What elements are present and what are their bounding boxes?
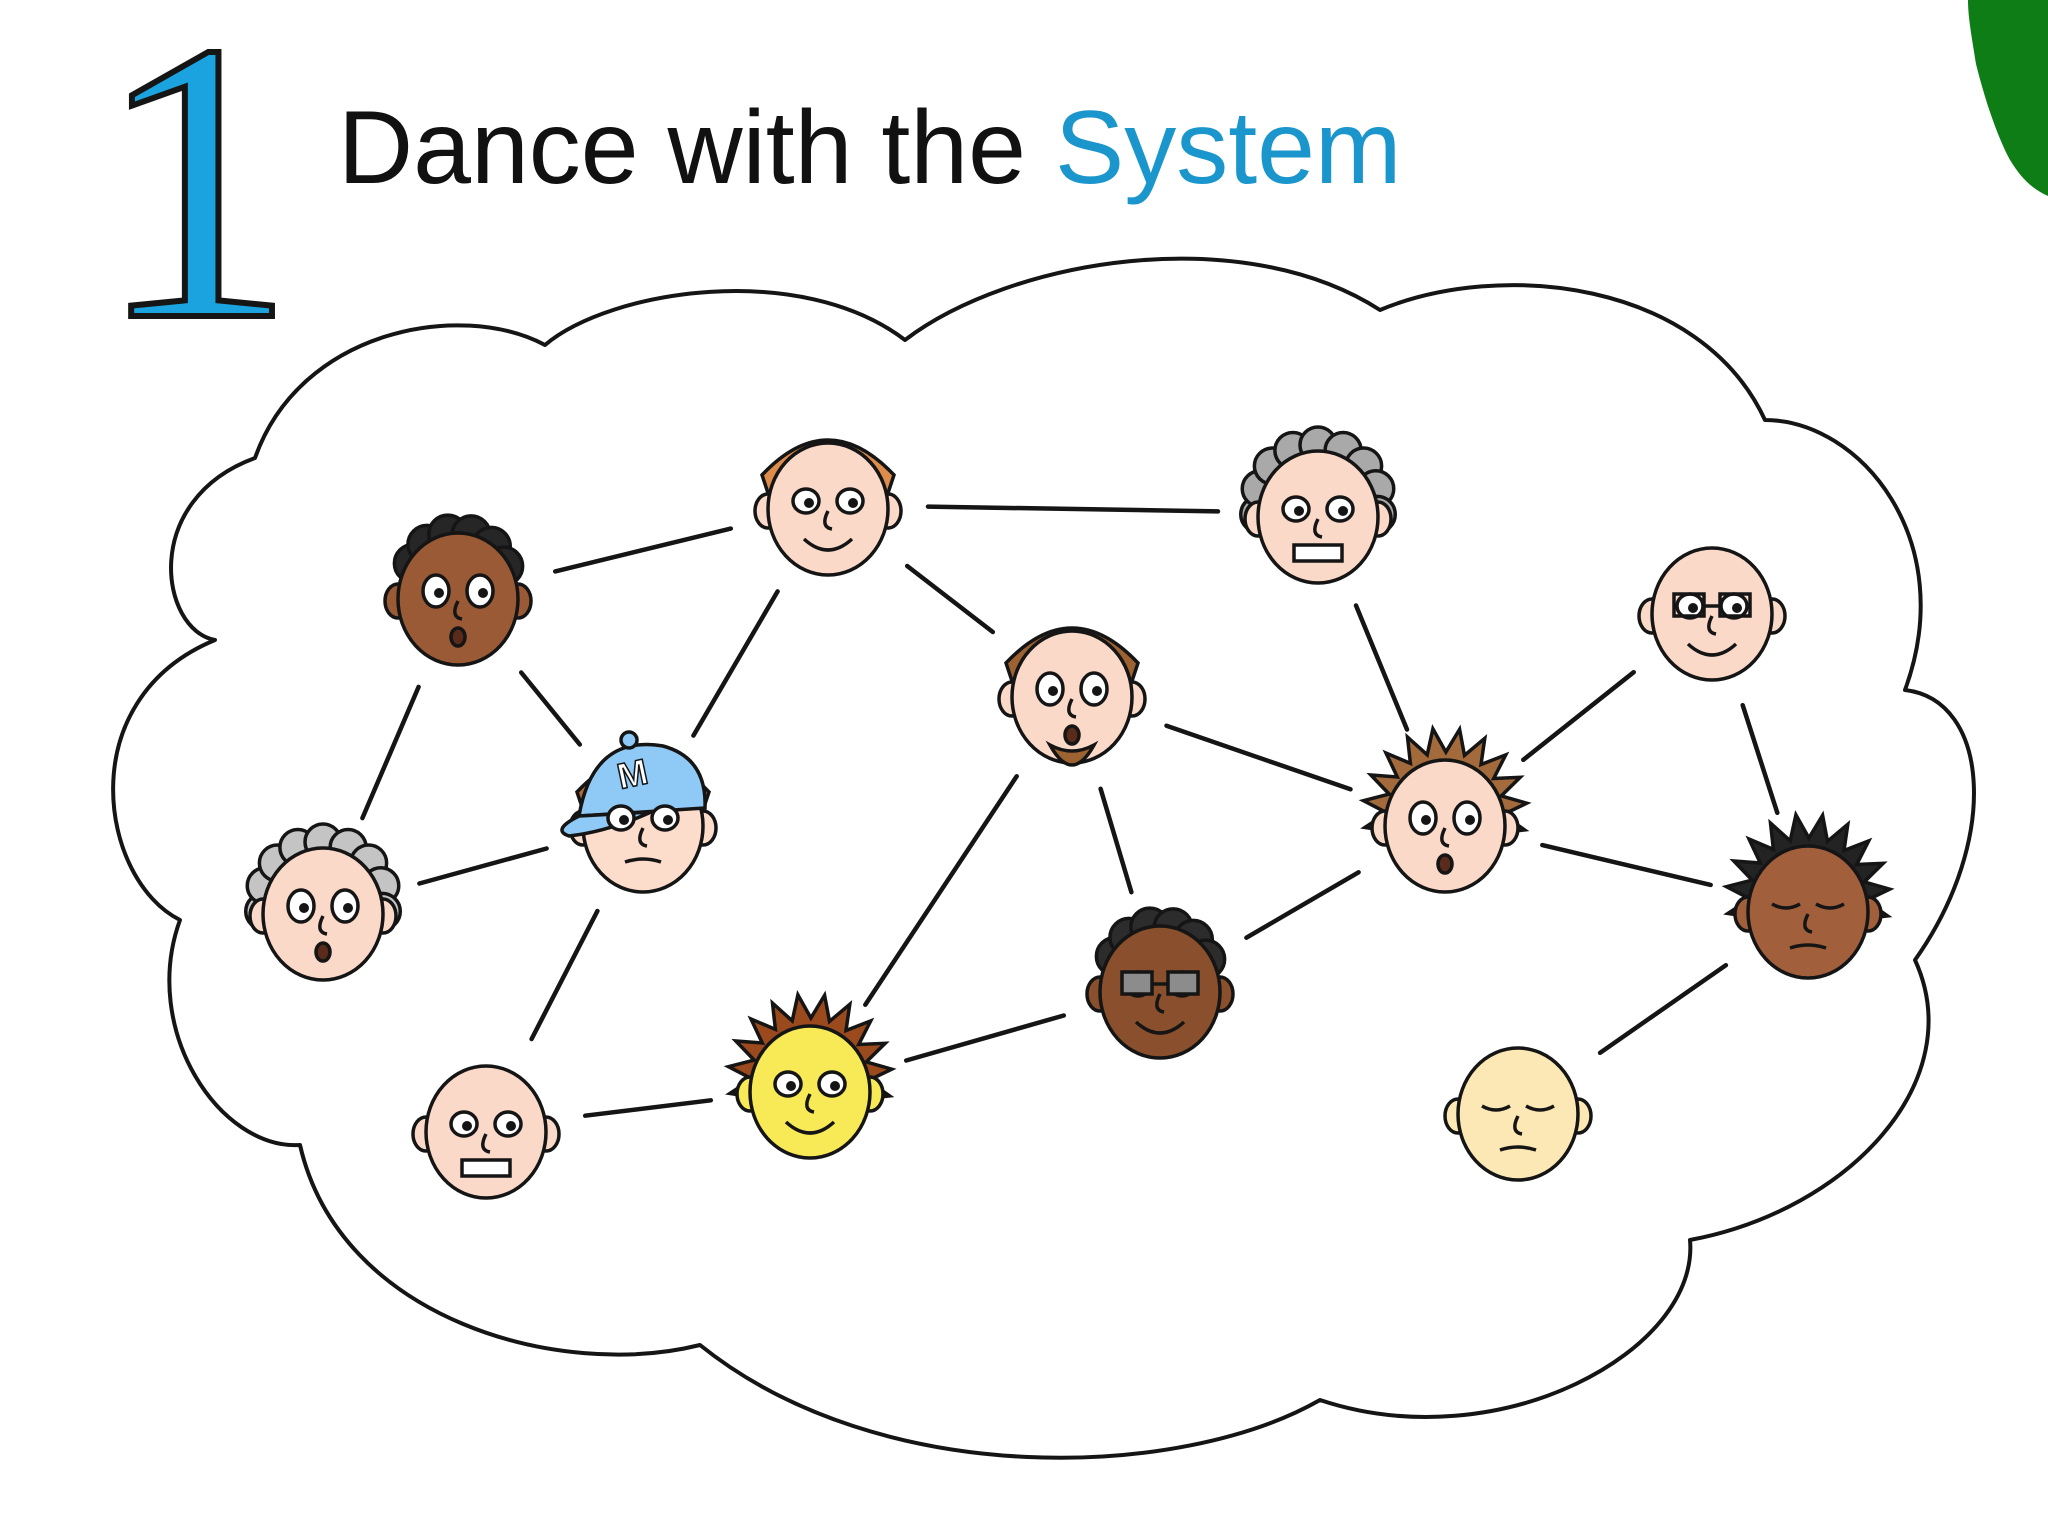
title-highlight: System: [1054, 90, 1402, 206]
link-capped-boy-bearded-man: [904, 563, 996, 635]
face-yellow-kid: [748, 1024, 872, 1160]
link-capped-boy-gray-curls: [925, 504, 1221, 514]
person-curly-dark: [383, 513, 533, 667]
person-old-lady: [243, 822, 403, 982]
corner-leaf-decoration: [1968, 0, 2048, 196]
link-bearded-man-sunglasses: [1098, 786, 1134, 895]
cloud-outline: [111, 256, 1976, 1460]
link-yellow-kid-sunglasses: [903, 1013, 1067, 1063]
person-bearded-man: [997, 626, 1147, 767]
link-curly-dark-old-lady: [360, 684, 421, 821]
face-glasses-bald: [1650, 546, 1774, 682]
person-baseball-cap: M: [560, 730, 718, 894]
link-bald-worried-yellow-kid: [582, 1098, 714, 1118]
link-curly-dark-capped-boy: [552, 526, 734, 574]
person-sunglasses: [1085, 906, 1235, 1060]
link-spiky-brown-glasses-bald: [1521, 669, 1636, 763]
person-spiky-dark: [1721, 810, 1895, 980]
person-glasses-bald: [1637, 546, 1787, 682]
link-spiky-dark-baby-face: [1597, 962, 1729, 1056]
link-baseball-cap-bald-worried: [529, 908, 600, 1042]
person-spiky-brown: [1358, 724, 1532, 894]
link-bearded-man-yellow-kid: [863, 774, 1019, 1007]
link-bearded-man-spiky-brown: [1164, 723, 1353, 792]
link-gray-curls-spiky-brown: [1353, 603, 1410, 732]
link-capped-boy-baseball-cap: [691, 589, 780, 738]
face-baby-face: [1456, 1046, 1580, 1182]
face-capped-boy: [766, 441, 890, 577]
person-bald-worried: [411, 1064, 561, 1200]
person-yellow-kid: [723, 990, 897, 1160]
person-capped-boy: [753, 438, 903, 577]
face-gray-curls: [1256, 449, 1380, 585]
title-prefix: Dance with the: [338, 90, 1055, 206]
person-gray-curls: [1238, 425, 1398, 585]
person-baby-face: [1443, 1046, 1593, 1182]
page-title: Dance with the System: [338, 96, 1402, 200]
face-bald-worried: [424, 1064, 548, 1200]
face-old-lady: [261, 846, 385, 982]
face-sunglasses: [1098, 924, 1222, 1060]
face-spiky-dark: [1746, 844, 1870, 980]
link-sunglasses-spiky-brown: [1244, 870, 1361, 940]
link-old-lady-baseball-cap: [417, 846, 549, 886]
face-curly-dark: [396, 531, 520, 667]
link-spiky-brown-spiky-dark: [1540, 842, 1713, 888]
face-spiky-brown: [1383, 758, 1507, 894]
link-curly-dark-baseball-cap: [518, 670, 583, 747]
link-glasses-bald-spiky-dark: [1740, 702, 1780, 816]
slide-number: 1: [93, 0, 299, 403]
